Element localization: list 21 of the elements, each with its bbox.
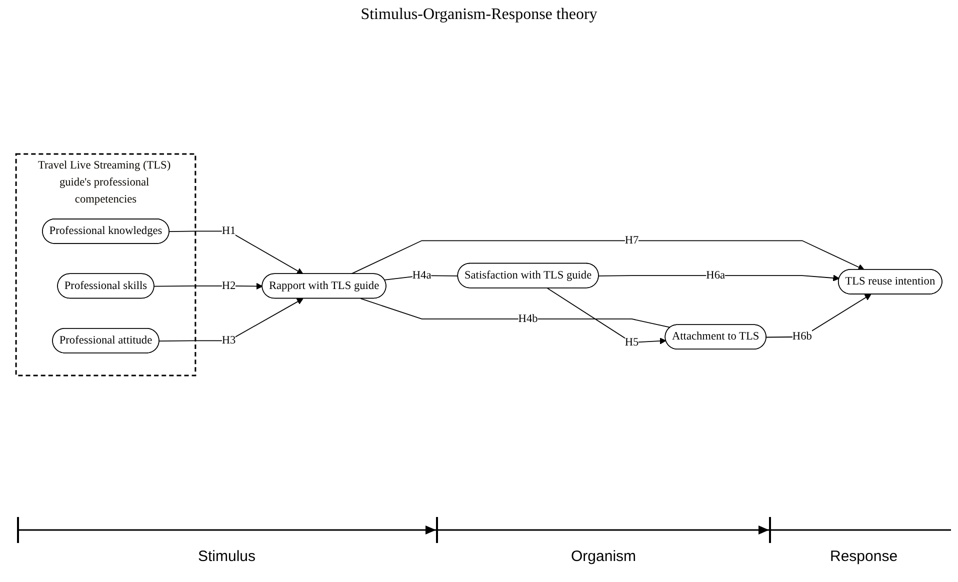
edge-label: H5 — [624, 336, 639, 349]
edge-label: H7 — [624, 234, 639, 247]
arrow — [546, 288, 666, 344]
diagram-title: Stimulus-Organism-Response theory — [360, 6, 598, 24]
axis-label: Organism — [571, 548, 636, 565]
edge-label: H4b — [518, 312, 538, 325]
connector — [360, 298, 671, 328]
arrow — [168, 230, 304, 275]
edge-label: H6a — [706, 270, 726, 282]
edge-label: H6b — [792, 330, 812, 343]
arrow — [158, 298, 304, 342]
edge-label: H1 — [222, 225, 236, 238]
arrow — [154, 283, 263, 290]
arrow — [350, 240, 865, 275]
arrow — [598, 274, 840, 282]
axis-label: Response — [830, 548, 898, 565]
axis-label: Stimulus — [198, 548, 256, 565]
arrow — [766, 294, 872, 338]
edge-label: H4a — [412, 270, 432, 282]
edge-label: H3 — [222, 334, 236, 347]
edge-label: H2 — [222, 280, 236, 292]
